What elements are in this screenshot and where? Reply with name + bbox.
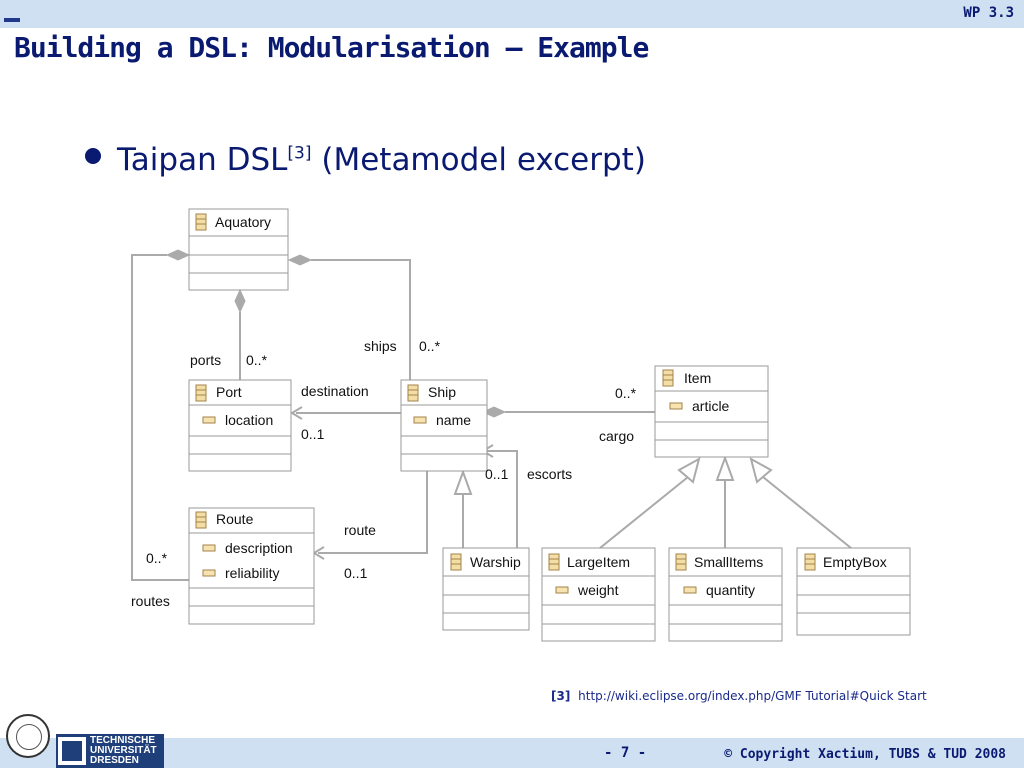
emptybox-triangle-icon — [749, 457, 773, 484]
class-icon — [450, 553, 462, 571]
routes-diamond-icon — [165, 249, 191, 261]
routes-association — [131, 254, 189, 581]
label-destination: destination — [301, 383, 369, 399]
class-icon — [407, 384, 419, 402]
attribute-icon — [669, 402, 683, 410]
label-ports: ports — [190, 352, 221, 368]
label-ports-mult: 0..* — [246, 352, 268, 368]
route-association — [318, 471, 428, 554]
ships-diamond-icon — [287, 254, 313, 266]
class-name-emptybox: EmptyBox — [823, 554, 887, 570]
class-icon — [195, 511, 207, 529]
class-name-route: Route — [216, 511, 254, 527]
class-largeitem[interactable] — [541, 547, 656, 642]
class-icon — [195, 213, 207, 231]
class-icon-lines — [196, 218, 815, 565]
label-escorts: escorts — [527, 466, 572, 482]
connectors — [131, 254, 852, 581]
bullet-dot-icon — [85, 147, 101, 164]
page-number: - 7 - — [604, 745, 647, 761]
attribute-icon — [413, 416, 427, 424]
class-icon — [804, 553, 816, 571]
label-ships: ships — [364, 338, 397, 354]
class-smallitems[interactable] — [668, 547, 783, 642]
class-name-aquatory: Aquatory — [215, 214, 271, 230]
label-routes-mult: 0..* — [146, 550, 168, 566]
attr-item-article: article — [692, 398, 730, 414]
class-route[interactable] — [188, 507, 315, 625]
university-seal-logo — [6, 714, 50, 758]
class-emptybox[interactable] — [796, 547, 911, 636]
attr-route-description: description — [225, 540, 293, 556]
class-name-ship: Ship — [428, 384, 456, 400]
attribute-icon — [683, 586, 697, 594]
generalization-triangles — [453, 455, 773, 495]
reference-number: [3] — [551, 689, 571, 703]
bullet-reference: [3] — [287, 143, 312, 164]
attr-smallitems-quantity: quantity — [706, 582, 755, 598]
class-icons — [195, 213, 816, 571]
label-destination-mult: 0..1 — [301, 426, 325, 442]
smallitems-triangle-icon — [715, 455, 735, 481]
reference-url[interactable]: http://wiki.eclipse.org/index.php/GMF Tu… — [578, 689, 927, 703]
bullet-item: Taipan DSL[3] (Metamodel excerpt) — [85, 142, 646, 178]
corner-mark — [4, 18, 20, 22]
tu-logo-text: TECHNISCHE UNIVERSITÄT DRESDEN — [90, 735, 157, 766]
label-route: route — [344, 522, 376, 538]
work-package-label: WP 3.3 — [963, 5, 1014, 21]
bullet-rest: (Metamodel excerpt) — [311, 142, 646, 178]
copyright: © Copyright Xactium, TUBS & TUD 2008 — [724, 747, 1006, 762]
escorts-association — [487, 450, 518, 548]
attr-port-location: location — [225, 412, 273, 428]
label-ships-mult: 0..* — [419, 338, 441, 354]
reference-note: [3] http://wiki.eclipse.org/index.php/GM… — [551, 689, 927, 703]
cargo-diamond-icon — [481, 406, 507, 418]
label-escorts-mult: 0..1 — [485, 466, 509, 482]
metamodel-diagram: Aquatory Port Ship Item Route Warship La… — [131, 208, 911, 642]
class-name-warship: Warship — [470, 554, 521, 570]
class-icon — [675, 553, 687, 571]
attr-route-reliability: reliability — [225, 565, 279, 581]
slide-title: Building a DSL: Modularisation – Example — [14, 31, 649, 64]
class-icon — [548, 553, 560, 571]
tu-dresden-logo: TECHNISCHE UNIVERSITÄT DRESDEN — [56, 734, 164, 768]
ships-association — [311, 259, 411, 380]
label-cargo-mult: 0..* — [615, 385, 637, 401]
label-cargo: cargo — [599, 428, 634, 444]
attribute-icon — [202, 569, 216, 577]
destination-arrow-icon — [290, 406, 303, 420]
top-bar: WP 3.3 — [0, 0, 1024, 28]
largeitem-triangle-icon — [677, 457, 701, 484]
label-route-mult: 0..1 — [344, 565, 368, 581]
class-name-smallitems: SmallItems — [694, 554, 763, 570]
attribute-icons — [202, 402, 697, 594]
label-routes: routes — [131, 593, 170, 609]
class-name-item: Item — [684, 370, 711, 386]
warship-triangle-icon — [453, 469, 473, 495]
class-icon — [662, 369, 674, 387]
bullet-text: Taipan DSL — [117, 142, 288, 178]
bottom-bar — [0, 738, 1024, 768]
class-name-largeitem: LargeItem — [567, 554, 630, 570]
class-boxes — [188, 208, 911, 642]
largeitem-generalization — [599, 476, 689, 549]
attr-largeitem-weight: weight — [577, 582, 619, 598]
class-name-port: Port — [216, 384, 242, 400]
class-item[interactable] — [654, 365, 769, 458]
attribute-icon — [202, 544, 216, 552]
class-icon — [195, 384, 207, 402]
attribute-icon — [555, 586, 569, 594]
composition-diamonds — [165, 249, 507, 418]
attribute-icon — [202, 416, 216, 424]
attr-ship-name: name — [436, 412, 471, 428]
tu-emblem-icon — [58, 737, 86, 765]
ports-diamond-icon — [234, 288, 246, 314]
emptybox-generalization — [762, 476, 852, 549]
